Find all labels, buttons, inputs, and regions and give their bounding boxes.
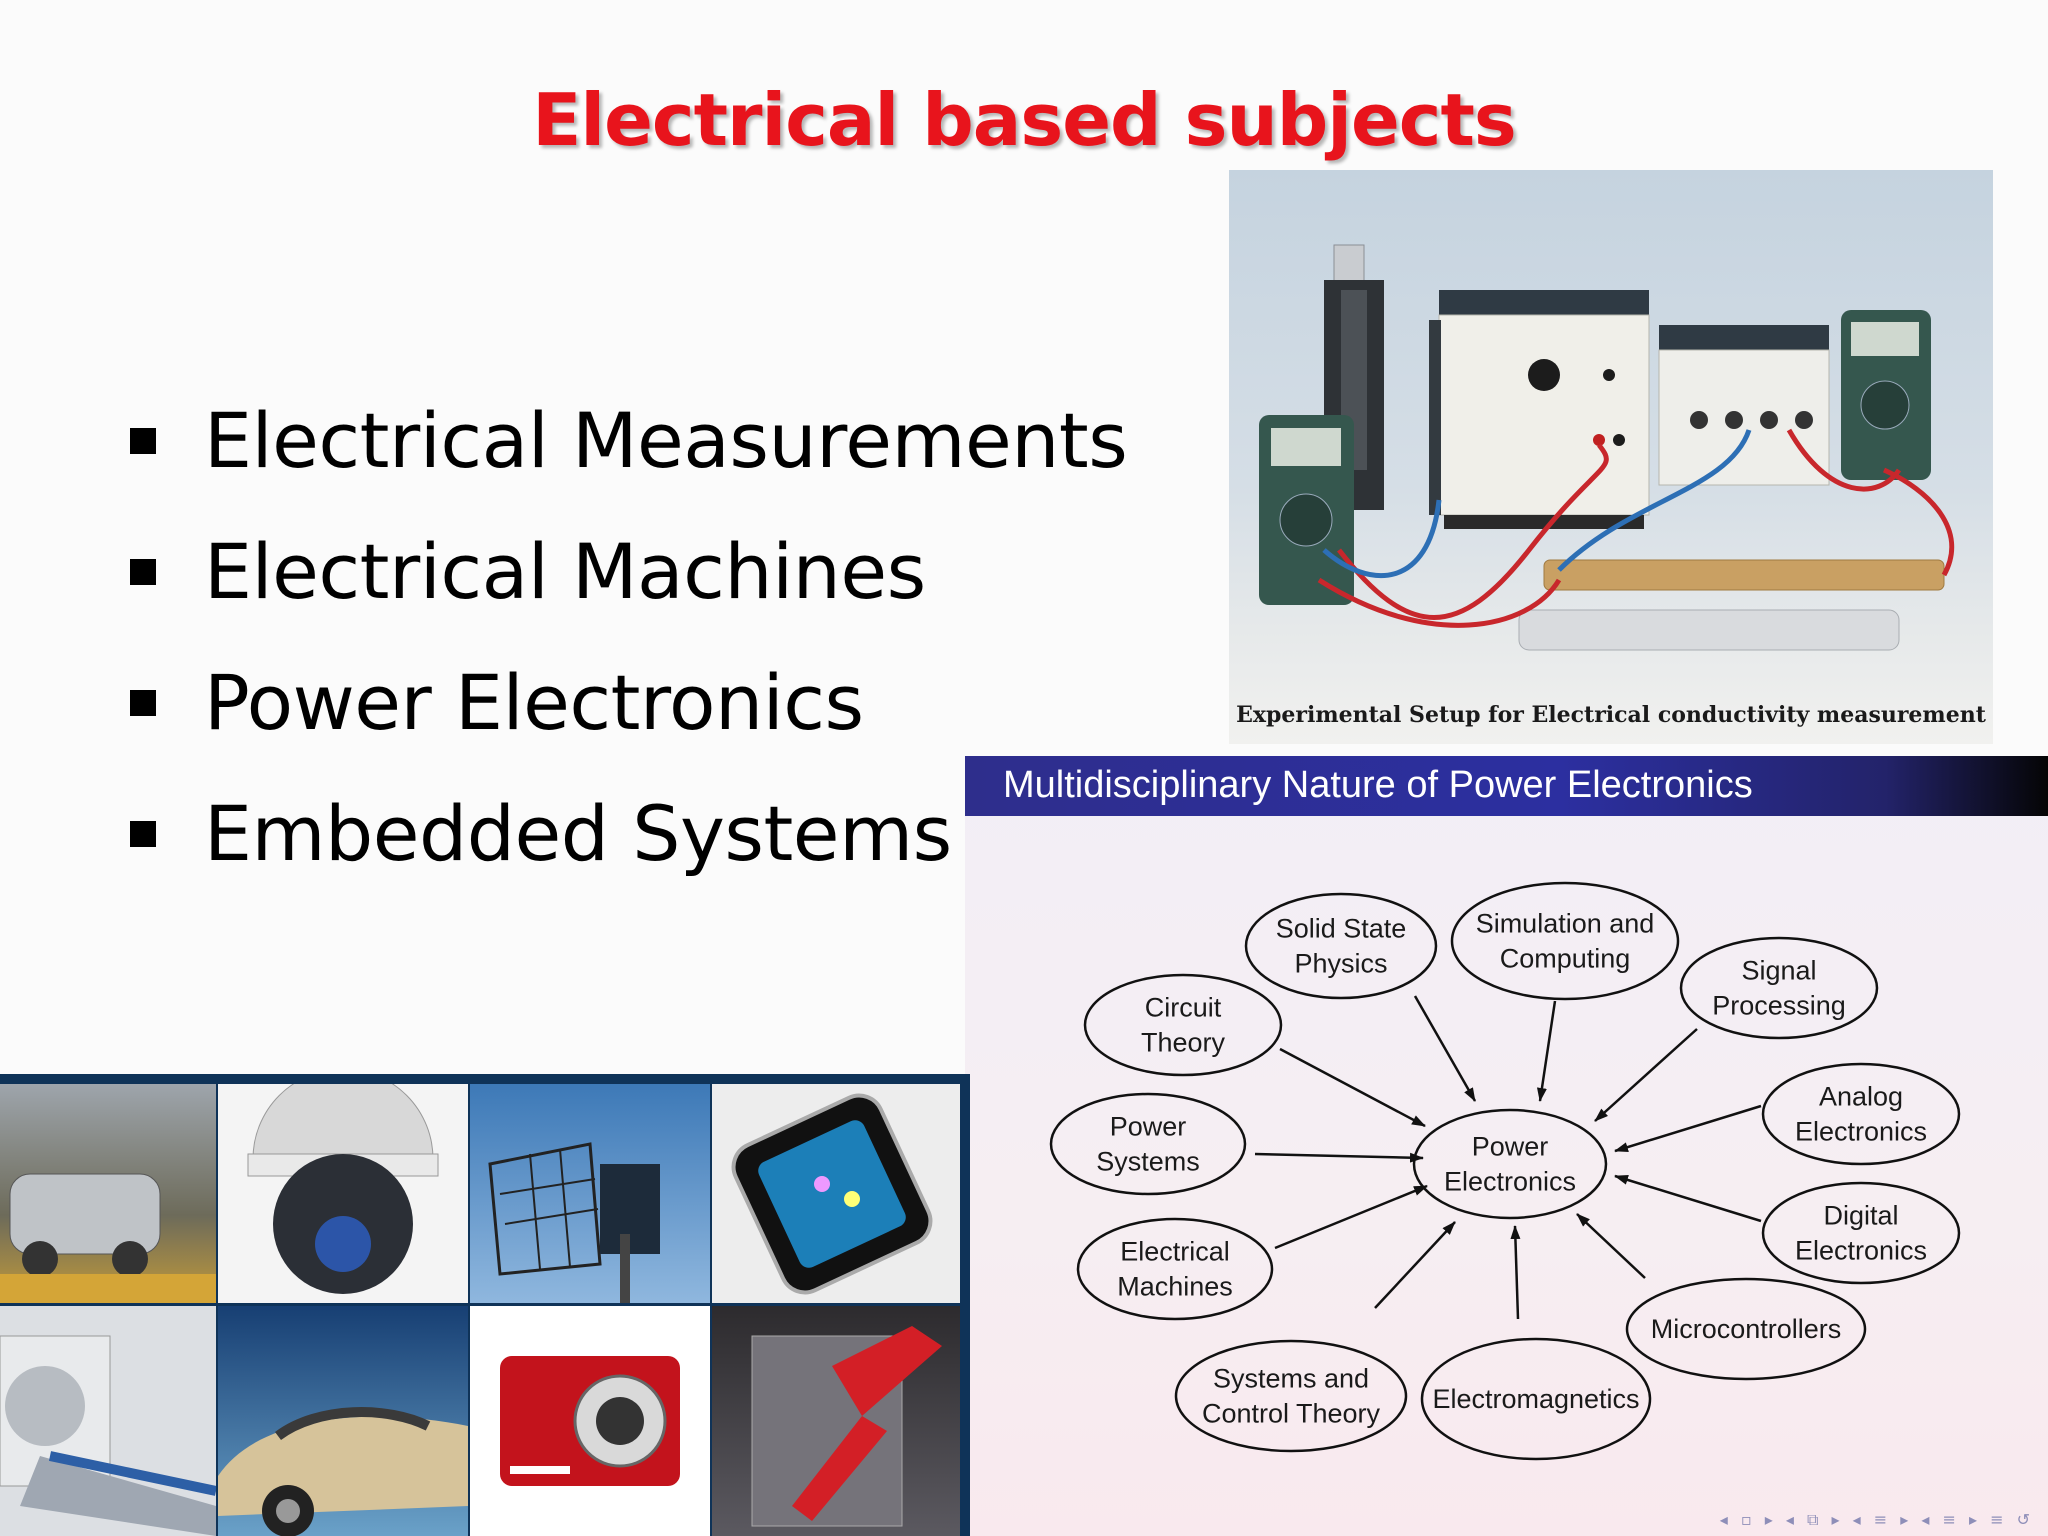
node-label: Power (1110, 1112, 1187, 1142)
subject-label: Electrical Machines (204, 527, 926, 616)
square-bullet-icon (130, 689, 156, 716)
square-bullet-icon (130, 820, 156, 847)
node-ellipse (1412, 1108, 1608, 1220)
node-ellipse (1174, 1339, 1408, 1453)
node-ellipse (1761, 1181, 1961, 1285)
node-label: Simulation and (1476, 909, 1655, 939)
arrow-microcontrollers (1576, 1213, 1646, 1279)
lab-setup-photo: Experimental Setup for Electrical conduc… (1229, 170, 1993, 744)
node-label: Circuit (1145, 993, 1222, 1023)
node-electromagnetics: Electromagnetics (1420, 1337, 1652, 1461)
node-label: Electronics (1795, 1236, 1927, 1266)
node-microcontrollers: Microcontrollers (1625, 1277, 1867, 1381)
node-ellipse (1450, 881, 1680, 1001)
photo-caption: Experimental Setup for Electrical conduc… (1236, 702, 1986, 728)
digital-camera-image (470, 1306, 710, 1536)
arrow-circuit-theory (1279, 1047, 1426, 1128)
node-label: Processing (1712, 991, 1846, 1021)
node-ellipse (1083, 973, 1283, 1077)
square-bullet-icon (130, 427, 156, 454)
list-item: Embedded Systems (130, 768, 1127, 899)
diagram-title: Multidisciplinary Nature of Power Electr… (1003, 764, 1753, 806)
arrow-electrical-machines (1274, 1184, 1428, 1250)
power-electronics-diagram: Multidisciplinary Nature of Power Electr… (965, 756, 2048, 1536)
slide-title: Electrical based subjects (532, 78, 1517, 162)
arrow-signal-processing (1594, 1028, 1698, 1122)
subject-label: Electrical Measurements (204, 396, 1128, 485)
diagram-header: Multidisciplinary Nature of Power Electr… (965, 756, 2048, 816)
node-label: Physics (1294, 949, 1387, 979)
list-item: Electrical Measurements (130, 375, 1128, 506)
arrow-power-systems (1254, 1152, 1424, 1163)
node-label: Electronics (1795, 1117, 1927, 1147)
node-label: Control Theory (1202, 1399, 1381, 1429)
subject-list: Electrical Measurements Electrical Machi… (130, 375, 1128, 899)
node-label: Computing (1500, 944, 1631, 974)
node-label: Microcontrollers (1651, 1314, 1842, 1344)
subject-label: Power Electronics (204, 658, 864, 747)
radar-antenna-image (470, 1084, 710, 1303)
arrow-simulation-computing (1536, 1000, 1557, 1102)
node-ellipse (1625, 1277, 1867, 1381)
node-label: Machines (1117, 1272, 1233, 1302)
car-factory-image (0, 1084, 216, 1303)
mri-scanner-image (0, 1306, 216, 1536)
node-label: Solid State (1276, 914, 1407, 944)
node-ellipse (1076, 1217, 1274, 1321)
node-label: Analog (1819, 1082, 1903, 1112)
node-label: Electrical (1120, 1237, 1230, 1267)
node-label: Systems and (1213, 1364, 1369, 1394)
subject-label: Embedded Systems (204, 789, 952, 878)
arrow-analog-electronics (1614, 1104, 1762, 1153)
node-label: Power (1472, 1132, 1549, 1162)
dome-camera-image (218, 1084, 468, 1303)
node-label: Electromagnetics (1432, 1384, 1639, 1414)
arrow-solid-state-physics (1413, 995, 1477, 1102)
embedded-systems-collage (0, 1074, 970, 1536)
arrow-electromagnetics (1510, 1225, 1521, 1320)
sports-car-image (218, 1306, 468, 1536)
node-ellipse (1049, 1092, 1247, 1196)
node-label: Electronics (1444, 1167, 1576, 1197)
arrow-systems-control-theory (1374, 1221, 1456, 1309)
square-bullet-icon (130, 558, 156, 585)
node-label: Signal (1741, 956, 1816, 986)
node-ellipse (1420, 1337, 1652, 1461)
arrow-digital-electronics (1614, 1174, 1762, 1223)
industrial-robot-image (712, 1306, 960, 1536)
smartphone-image (712, 1084, 960, 1303)
list-item: Electrical Machines (130, 506, 1127, 637)
node-ellipse (1679, 936, 1879, 1040)
node-ellipse (1244, 892, 1438, 1000)
node-label: Digital (1823, 1201, 1898, 1231)
lab-equipment-illustration (1259, 244, 1955, 651)
node-label: Theory (1141, 1028, 1226, 1058)
node-label: Systems (1096, 1147, 1200, 1177)
beamer-nav-icons: ◂ ▫ ▸ ◂ ⧉ ▸ ◂ ≡ ▸ ◂ ≡ ▸ ≡ ↺ (1719, 1510, 2034, 1529)
node-ellipse (1761, 1062, 1961, 1166)
list-item: Power Electronics (130, 637, 1127, 768)
